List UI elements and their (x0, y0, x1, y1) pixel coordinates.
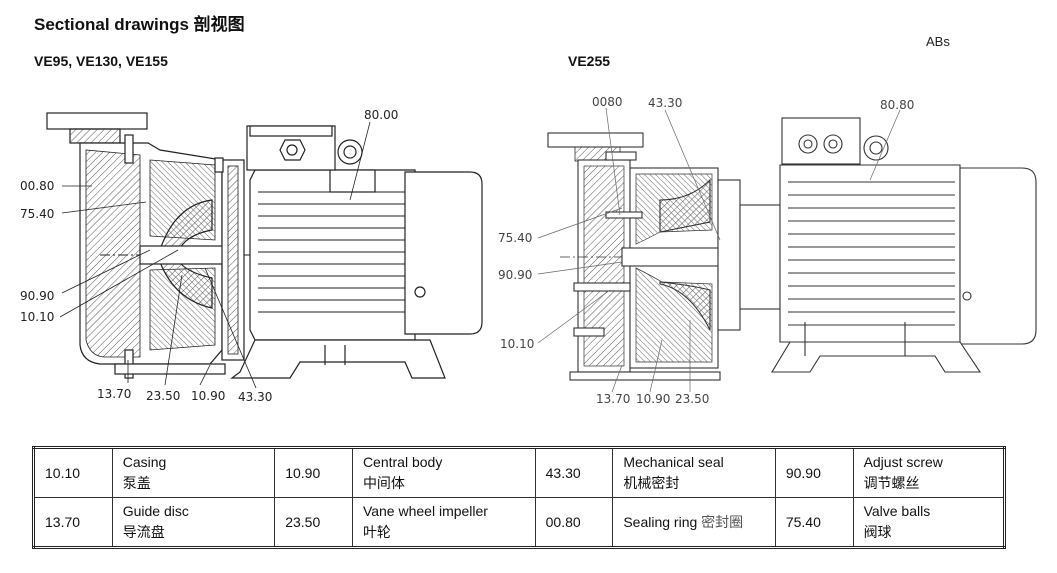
part-code: 10.10 (33, 447, 113, 498)
left-callouts: 80.00 00.80 75.40 90.90 10.10 13.70 23.5… (20, 108, 398, 404)
callout-80-80: 80.80 (880, 98, 914, 112)
part-code: 75.40 (774, 497, 854, 548)
part-code: 13.70 (33, 497, 113, 548)
callout-43-30: 43.30 (238, 390, 272, 404)
right-callout-leaders (537, 107, 901, 393)
part-code: 00.80 (534, 497, 614, 548)
callout-10-10-r: 10.10 (500, 337, 534, 351)
callout-13-70-r: 13.70 (596, 392, 630, 406)
left-drawing-label: VE95, VE130, VE155 (34, 53, 168, 69)
callout-23-50-r: 23.50 (675, 392, 709, 406)
part-code: 10.90 (274, 447, 353, 498)
right-pump-drawing (547, 117, 1037, 381)
callout-10-10: 10.10 (20, 310, 54, 324)
callout-80-00: 80.00 (364, 108, 398, 122)
callout-10-90: 10.90 (191, 389, 225, 403)
part-name: Sealing ring 密封圈 (612, 497, 776, 548)
callout-75-40: 75.40 (20, 207, 54, 221)
callout-13-70: 13.70 (97, 387, 131, 401)
callout-43-30-r: 43.30 (648, 96, 682, 110)
page-title: Sectional drawings 剖视图 (34, 15, 245, 34)
left-callout-leaders (59, 121, 371, 389)
part-code: 43.30 (534, 447, 614, 498)
sectional-drawings: 80.00 00.80 75.40 90.90 10.10 13.70 23.5… (20, 95, 1037, 406)
part-code: 23.50 (274, 497, 353, 548)
callout-75-40-r: 75.40 (498, 231, 532, 245)
left-pump-drawing (46, 112, 483, 379)
callout-00-80: 00.80 (20, 179, 54, 193)
brand-mark: ABs (926, 34, 950, 49)
part-code: 90.90 (774, 447, 854, 498)
callout-90-90-r: 90.90 (498, 268, 532, 282)
callout-90-90: 90.90 (20, 289, 54, 303)
callout-23-50: 23.50 (146, 389, 180, 403)
right-callouts: 0080 43.30 80.80 75.40 90.90 10.10 13.70… (498, 95, 914, 406)
right-drawing-label: VE255 (568, 53, 611, 69)
callout-0080: 0080 (592, 95, 623, 109)
callout-10-90-r: 10.90 (636, 392, 670, 406)
